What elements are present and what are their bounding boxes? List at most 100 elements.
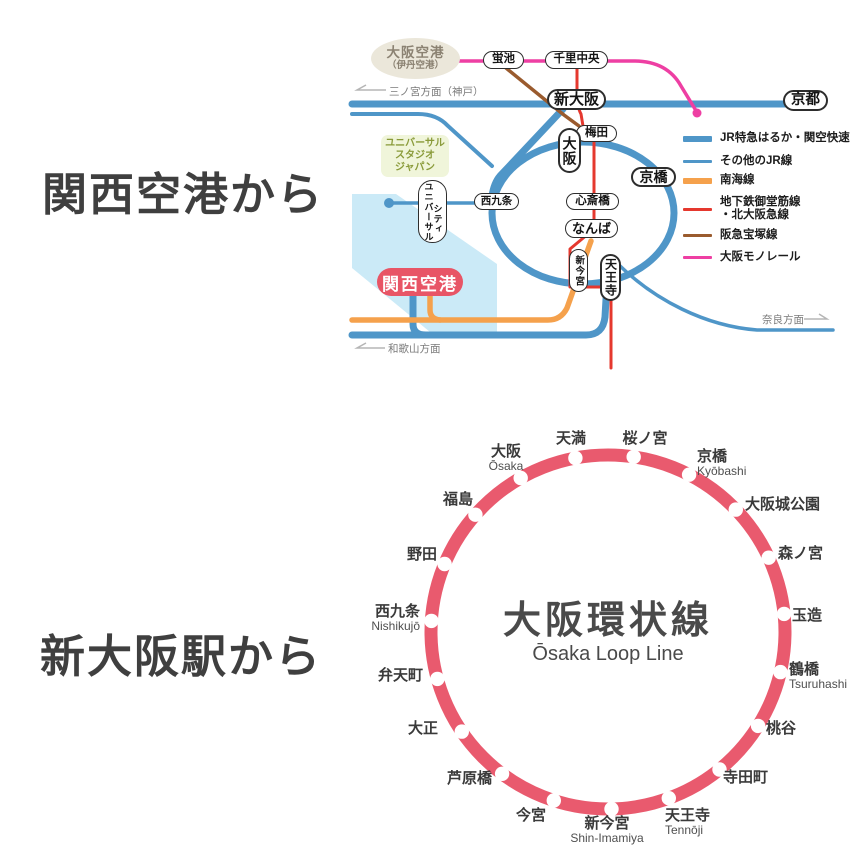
legend-swatch-hankyu bbox=[683, 234, 712, 238]
station-pill-umeda: 梅田 bbox=[576, 125, 617, 142]
station-pill-kyobashi: 京橋 bbox=[631, 167, 676, 187]
station-dot bbox=[437, 556, 452, 572]
legend-item-midosuji: 地下鉄御堂筋線 ・北大阪急線 bbox=[683, 196, 801, 222]
station-dot bbox=[430, 671, 445, 687]
legend-item-hankyu: 阪急宝塚線 bbox=[683, 229, 778, 242]
station-dot bbox=[776, 606, 792, 622]
legend-label-hankyu: 阪急宝塚線 bbox=[720, 229, 778, 241]
loop-station-teradacho: 寺田町 bbox=[723, 769, 769, 786]
jr-yamatoji-line bbox=[617, 263, 835, 332]
kansai-airport-badge: 関西空港 bbox=[377, 268, 463, 296]
station-pill-osaka-label: 大阪 bbox=[561, 135, 578, 166]
direction-wakayama: 和歌山方面 bbox=[388, 343, 441, 355]
station-dot bbox=[773, 664, 788, 680]
legend-swatch-monorail bbox=[683, 256, 712, 260]
station-pill-tennoji-label: 天王寺 bbox=[603, 258, 618, 297]
loop-title-en: Ōsaka Loop Line bbox=[532, 643, 684, 665]
legend-swatch-other-jr bbox=[683, 160, 712, 164]
legend-label-nankai: 南海線 bbox=[720, 174, 755, 186]
loop-station-taisho: 大正 bbox=[407, 720, 438, 737]
nankai-airport-branch bbox=[427, 293, 443, 323]
osaka-airport-terminal: 大阪空港 （伊丹空港） bbox=[371, 38, 460, 79]
station-dot bbox=[454, 724, 469, 739]
usj-line2: スタジオ bbox=[395, 150, 435, 161]
station-pill-kyoto: 京都 bbox=[783, 90, 828, 111]
legend-label-monorail: 大阪モノレール bbox=[720, 251, 801, 263]
osaka-monorail-line bbox=[457, 59, 697, 111]
heading-from-shin-osaka: 新大阪駅から bbox=[40, 631, 323, 682]
jr-kobe-line bbox=[350, 112, 494, 168]
station-dot bbox=[494, 766, 510, 781]
loop-station-ashiharabashi: 芦原橋 bbox=[446, 770, 492, 787]
loop-title-jp: 大阪環状線 bbox=[502, 600, 714, 642]
legend-label-midosuji-line1: 地下鉄御堂筋線 bbox=[720, 196, 801, 208]
station-dot bbox=[568, 450, 583, 466]
arrow-left-icon bbox=[354, 84, 386, 91]
usj-label-box: ユニバーサル スタジオ ジャパン bbox=[381, 135, 449, 177]
station-dot bbox=[468, 507, 483, 522]
loop-station-momodani: 桃谷 bbox=[766, 720, 797, 737]
osaka-bay-area bbox=[352, 194, 497, 332]
station-dot bbox=[750, 718, 766, 734]
station-pill-universal-city: ユニバーサル シティ bbox=[418, 180, 447, 243]
legend-swatch-nankai bbox=[683, 177, 712, 184]
station-dot bbox=[661, 791, 676, 806]
station-dot bbox=[728, 502, 743, 517]
station-dot bbox=[424, 613, 439, 629]
nankai-line bbox=[349, 238, 594, 323]
loop-line-title: 大阪環状線 Ōsaka Loop Line bbox=[503, 602, 713, 664]
monorail-terminus-dot bbox=[692, 108, 702, 118]
legend-label-midosuji: 地下鉄御堂筋線 ・北大阪急線 bbox=[720, 196, 801, 222]
station-pill-shin-imamiya-label: 新今宮 bbox=[573, 254, 585, 287]
loop-station-sakuranomiya: 桜ノ宮 bbox=[622, 430, 668, 447]
loop-station-osakajokoen: 大阪城公園 bbox=[745, 496, 821, 513]
station-dot bbox=[546, 793, 561, 808]
loop-station-temma: 天満 bbox=[555, 430, 587, 447]
station-dot bbox=[712, 762, 727, 777]
legend-label-other-jr: その他のJR線 bbox=[720, 155, 793, 167]
loop-station-bentencho: 弁天町 bbox=[377, 667, 423, 684]
station-dot bbox=[761, 550, 776, 565]
hankyu-takarazuka-line bbox=[504, 66, 581, 128]
osaka-airport-name: 大阪空港 bbox=[386, 45, 445, 61]
station-dot bbox=[513, 470, 528, 486]
station-pill-namba: なんば bbox=[565, 219, 618, 238]
station-pill-osaka: 大阪 bbox=[558, 128, 581, 173]
heading-from-kansai-airport: 関西空港から bbox=[42, 169, 325, 220]
legend-item-haruka: JR特急はるか・関空快速 bbox=[683, 132, 850, 145]
loop-station-tamatsukuri: 玉造 bbox=[792, 607, 823, 624]
usj-line1: ユニバーサル bbox=[385, 138, 445, 149]
legend-label-midosuji-line2: ・北大阪急線 bbox=[720, 209, 789, 222]
arrow-left-icon bbox=[354, 342, 385, 349]
loop-station-noda: 野田 bbox=[406, 546, 437, 563]
universal-city-col1: ユニバーサル bbox=[423, 181, 434, 242]
direction-sannomiya: 三ノ宮方面（神戸） bbox=[389, 86, 484, 98]
station-pill-shinsaibashi: 心斎橋 bbox=[566, 193, 619, 210]
legend-item-nankai: 南海線 bbox=[683, 174, 755, 187]
direction-nara: 奈良方面 bbox=[762, 314, 804, 326]
loop-station-morinomiya: 森ノ宮 bbox=[778, 545, 824, 562]
legend-swatch-haruka bbox=[683, 135, 712, 142]
loop-station-imamiya: 今宮 bbox=[515, 807, 547, 824]
station-pill-tennoji: 天王寺 bbox=[600, 254, 621, 301]
usj-line3: ジャパン bbox=[395, 162, 435, 173]
station-dot bbox=[604, 801, 619, 817]
universal-city-col2: シティ bbox=[432, 203, 443, 234]
station-dot bbox=[681, 467, 697, 482]
legend-label-haruka: JR特急はるか・関空快速 bbox=[720, 132, 850, 144]
station-pill-senri-chuo: 千里中央 bbox=[545, 51, 608, 69]
jr-airport-branch bbox=[409, 292, 430, 339]
jr-hanwa-line bbox=[348, 278, 611, 339]
arrow-right-icon bbox=[804, 313, 830, 320]
loop-station-fukushima: 福島 bbox=[442, 491, 473, 508]
loop-station-dots bbox=[424, 449, 792, 817]
station-pill-shin-imamiya: 新今宮 bbox=[569, 249, 588, 292]
legend-swatch-midosuji bbox=[683, 207, 712, 211]
